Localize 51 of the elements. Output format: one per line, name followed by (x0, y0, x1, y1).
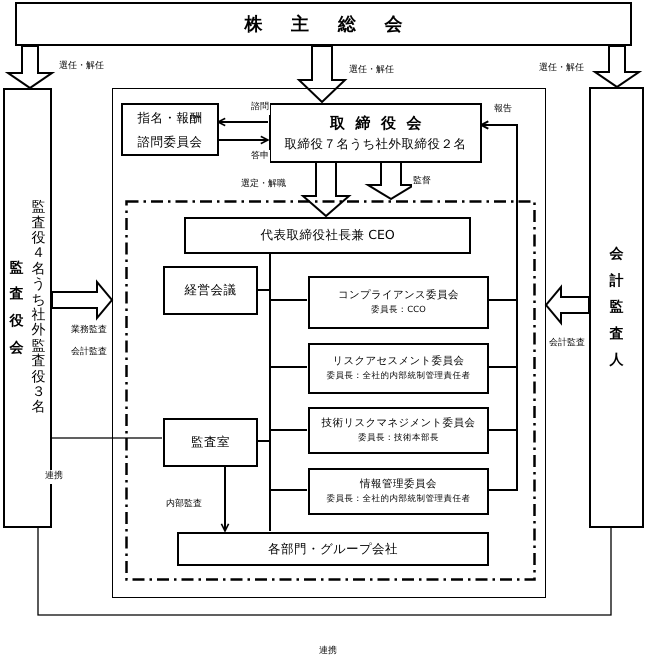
vertical-note: 監査役４名うち社外監査役３名 (32, 200, 46, 416)
committee-box (308, 276, 489, 329)
connector-line (37, 528, 612, 616)
node-title: 技術リスクマネジメント委員会 (322, 416, 476, 431)
organization-frame (112, 88, 546, 598)
committee-box (308, 343, 489, 394)
edge-label: 監督 (412, 175, 432, 188)
department-box (177, 532, 489, 566)
node-title: 各部門・グループ会社 (268, 540, 398, 558)
meeting-box (163, 266, 258, 315)
block-arrow (592, 45, 642, 88)
connector-line (269, 253, 271, 531)
block-arrow (300, 161, 352, 218)
node-subtitle: 取締役７名うち社外取締役２名 (284, 134, 466, 153)
node-title: リスクアセスメント委員会 (332, 354, 464, 369)
node-title: 代表取締役社長兼 CEO (260, 226, 395, 244)
arrow (218, 136, 269, 144)
committee-box (121, 103, 219, 156)
arrow (217, 118, 268, 126)
edge-label: 諮問 (250, 101, 270, 114)
block-arrow (296, 45, 348, 104)
edge-label: 答申 (250, 150, 270, 164)
node-subtitle: 委員長：全社的内部統制管理責任者 (326, 494, 470, 506)
arrow (480, 120, 518, 491)
node-title: 経営会議 (184, 281, 236, 300)
office-box (163, 418, 258, 467)
meeting-box (15, 2, 632, 46)
dash-dot-frame (125, 200, 536, 581)
node-title: 指名・報酬諮問委員会 (136, 108, 204, 150)
block-arrow (544, 284, 590, 326)
edge-label: 業務監査会計監査 (70, 324, 108, 359)
executive-box (184, 217, 471, 254)
committee-box (308, 407, 489, 454)
node-title: 取締役会 (330, 113, 432, 134)
node-subtitle: 委員長：全社的内部統制管理責任者 (326, 371, 470, 384)
edge-label: 連携 (44, 470, 64, 484)
vertical-title: 会計監査人 (610, 245, 624, 370)
node-subtitle: 委員長：技術本部長 (358, 433, 439, 446)
node-title: 監査室 (191, 433, 230, 452)
connector-line (52, 437, 162, 439)
block-arrow (51, 279, 114, 321)
committee-box (308, 468, 489, 515)
arrow (220, 466, 230, 532)
block-arrow (4, 45, 56, 90)
auditor-box (589, 87, 644, 528)
vertical-title: 監査役会 (10, 258, 24, 358)
node-subtitle: 委員長：CCO (371, 305, 426, 318)
board-box (269, 103, 482, 163)
node-title: コンプライアンス委員会 (338, 288, 459, 303)
node-title: 情報管理委員会 (360, 476, 437, 492)
node-title: 株主総会 (244, 12, 432, 36)
